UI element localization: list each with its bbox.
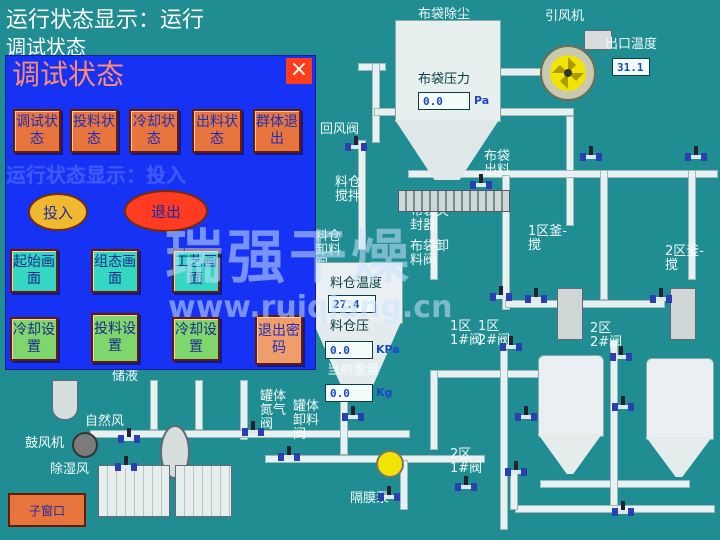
zone2-reactor-cone — [646, 437, 712, 477]
dehumidifier-unit-b — [175, 465, 232, 517]
bin-temp-field: 27.4 — [328, 295, 376, 313]
outlet-temp-field: 31.1 — [612, 58, 650, 76]
cool-state-button[interactable]: 冷却状态 — [129, 109, 179, 153]
popup-status-text: 运行状态显示：投入 — [6, 163, 186, 187]
feed-state-button[interactable]: 投料状态 — [70, 109, 118, 153]
config-screen-button[interactable]: 组态画面 — [91, 249, 139, 293]
cool-setting-2-button[interactable]: 冷却设置 — [172, 317, 220, 361]
zone1-reactor — [538, 355, 604, 437]
pump-outlet-valve[interactable] — [378, 486, 400, 504]
bag-unload-label: 布袋卸料阀 — [410, 239, 450, 268]
fan-label: 引风机 — [545, 9, 585, 24]
zone1-mid-valve[interactable] — [515, 406, 537, 424]
zone1-aux-valve[interactable] — [500, 336, 522, 354]
subwindow-button[interactable]: 子窗口 — [8, 493, 86, 527]
zone2-mid-valve[interactable] — [612, 396, 634, 414]
zone1-motor — [557, 288, 583, 340]
outlet-temp-label: 出口温度 — [605, 37, 658, 52]
tank-unload-label: 罐体卸料阀 — [293, 399, 320, 442]
dehumid-label: 除湿风 — [50, 462, 90, 477]
bin-pressure-field: 0.0 — [325, 341, 373, 359]
tank-nitrogen-valve[interactable] — [242, 421, 264, 439]
small-tank — [52, 380, 78, 420]
debug-popup: 调试状态 × 调试状态 投料状态 冷却状态 出料状态 群体退出 运行状态显示：投… — [5, 55, 316, 370]
zone2-motor — [670, 288, 696, 340]
zone2-valve1-label: 2区1#阀 — [450, 447, 483, 476]
zone2-valve1[interactable] — [455, 476, 477, 494]
exit-button[interactable]: 退出 — [124, 190, 208, 232]
tank-unload-valve[interactable] — [342, 406, 364, 424]
bag-pressure-label: 布袋压力 — [418, 72, 471, 87]
zone1-inlet-valve[interactable] — [580, 146, 602, 164]
dehumidifier-unit-a — [98, 465, 170, 517]
bin-temp-label: 料仓温度 — [330, 276, 383, 291]
screw-conveyor — [398, 190, 510, 212]
zone2-valve2-label: 2区2#阀 — [590, 321, 623, 350]
discharge-state-button[interactable]: 出料状态 — [192, 109, 242, 153]
zone2-reactor — [646, 358, 714, 440]
zone2-kettle-label: 2区釜-搅 — [665, 244, 704, 273]
zone2-inlet-valve[interactable] — [685, 146, 707, 164]
debug-state-button[interactable]: 调试状态 — [13, 109, 61, 153]
bag-outlet-valve[interactable] — [470, 174, 492, 192]
zone1-valve1-label: 1区1#阀 — [450, 319, 483, 348]
natural-air-valve[interactable] — [118, 428, 140, 446]
blower-icon[interactable] — [72, 432, 98, 458]
return-valve-label: 回风阀 — [320, 122, 360, 137]
start-screen-button[interactable]: 起始画面 — [10, 249, 58, 293]
return-air-valve[interactable] — [345, 136, 367, 154]
zone2-bottom-valve[interactable] — [612, 501, 634, 519]
bin-stirrer-label: 料仓搅拌 — [335, 175, 362, 204]
current-weight-unit: Kg — [376, 386, 393, 399]
pipe-valve-a[interactable] — [278, 446, 300, 464]
zone1-reactor-cone — [538, 434, 602, 474]
bin-pressure-label: 料仓压 — [330, 319, 370, 334]
exit-password-button[interactable]: 退出密码 — [255, 315, 303, 365]
bag-pressure-unit: Pa — [474, 94, 490, 107]
debug-status-subtitle: 调试状态 — [6, 35, 86, 59]
diaphragm-pump-icon[interactable] — [376, 450, 404, 478]
zone2-valve2[interactable] — [650, 288, 672, 306]
material-bin — [313, 262, 403, 324]
current-weight-label: 当前重量 — [327, 363, 380, 378]
run-status-title: 运行状态显示：运行 — [6, 8, 205, 33]
feed-setting-button[interactable]: 投料设置 — [91, 313, 139, 363]
tank-nitrogen-label: 罐体氮气阀 — [260, 389, 287, 432]
cool-setting-button[interactable]: 冷却设置 — [10, 317, 58, 361]
fan-icon[interactable] — [540, 45, 596, 101]
zone1-valve1[interactable] — [490, 286, 512, 304]
fan-outlet-duct — [584, 30, 612, 50]
process-screen-button[interactable]: 工艺画面 — [172, 249, 220, 293]
popup-title: 调试状态 — [12, 58, 125, 91]
zone1-valve2[interactable] — [525, 288, 547, 306]
bag-pressure-field: 0.0 — [418, 92, 470, 110]
current-weight-field: 0.0 — [325, 384, 373, 402]
zone1-bottom-valve[interactable] — [505, 461, 527, 479]
natural-air-label: 自然风 — [85, 414, 125, 429]
dehumid-valve[interactable] — [115, 456, 137, 474]
group-exit-button[interactable]: 群体退出 — [253, 109, 301, 153]
close-button[interactable]: × — [286, 58, 312, 84]
bag-outlet-label: 布袋出料 — [484, 149, 511, 178]
blower-label: 鼓风机 — [25, 436, 65, 451]
bag-filter-label: 布袋除尘 — [418, 7, 471, 22]
collect-label: 储液 — [112, 369, 139, 384]
zone2-aux-valve[interactable] — [610, 346, 632, 364]
zone1-kettle-label: 1区釜-搅 — [528, 224, 567, 253]
enter-button[interactable]: 投入 — [28, 193, 88, 231]
bin-pressure-unit: KPa — [376, 343, 400, 356]
